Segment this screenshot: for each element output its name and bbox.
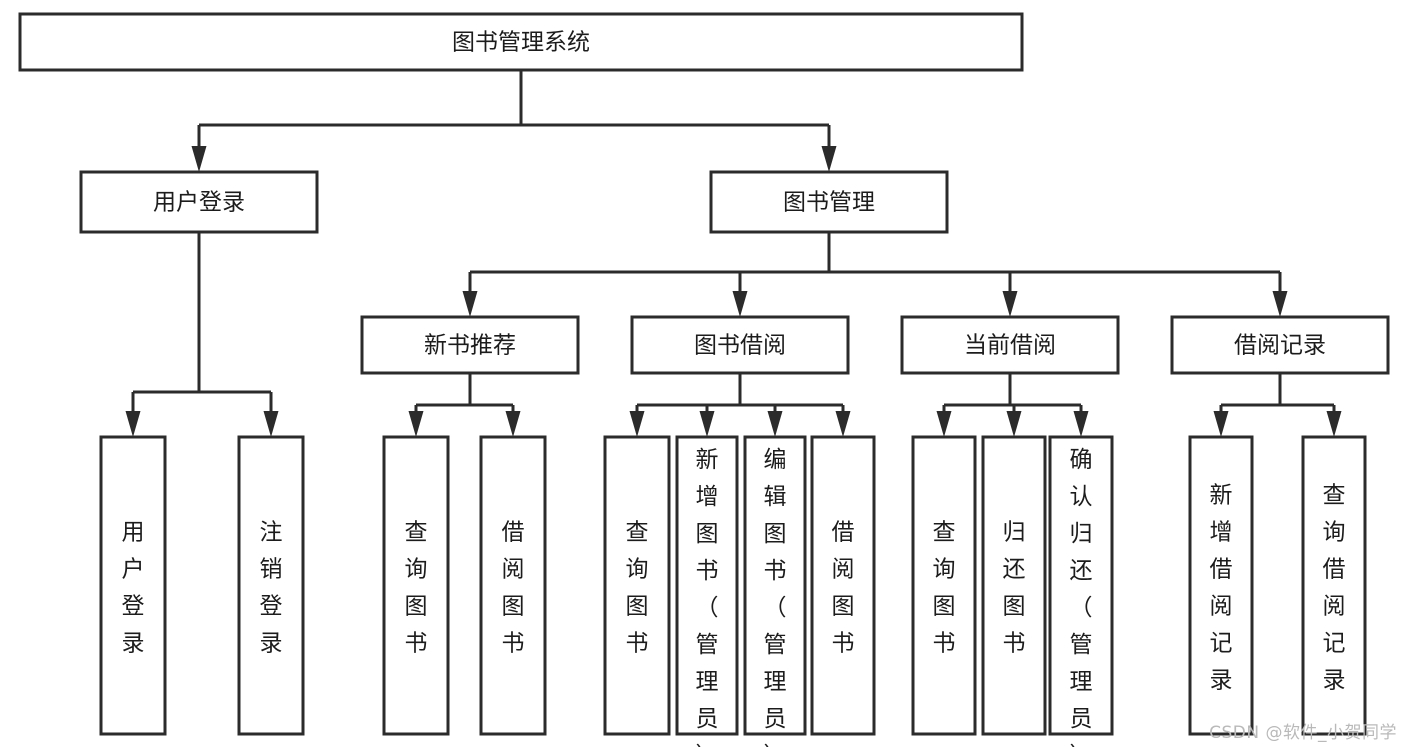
node-box-user-login[interactable] (79, 170, 319, 234)
connector-root (191, 70, 837, 172)
arrow-head-icon (125, 411, 141, 437)
node-leaf-user-logout[interactable]: 注销登录 (237, 435, 305, 736)
arrow-head-icon (629, 411, 645, 437)
node-leaf-borrow-add[interactable]: 新增图书（管理员） (675, 435, 739, 747)
arrow-head-icon (936, 411, 952, 437)
node-current-borrow[interactable]: 当前借阅 (900, 315, 1120, 375)
arrow-head-icon (1272, 291, 1288, 317)
node-label-leaf-borrow-add: 新增图书（管理员） (696, 447, 719, 747)
arrow-head-icon (1002, 291, 1018, 317)
node-book-borrow[interactable]: 图书借阅 (630, 315, 850, 375)
node-box-current-borrow[interactable] (900, 315, 1120, 375)
node-leaf-rec-borrow[interactable]: 借阅图书 (479, 435, 547, 736)
arrow-head-icon (191, 146, 207, 172)
node-box-new-book-rec[interactable] (360, 315, 580, 375)
arrow-head-icon (835, 411, 851, 437)
node-leaf-cur-query[interactable]: 查询图书 (911, 435, 977, 736)
node-leaf-cur-confirm[interactable]: 确认归还（管理员） (1048, 435, 1114, 747)
node-box-leaf-cur-query[interactable] (911, 435, 977, 736)
node-box-leaf-borrow-edit[interactable] (743, 435, 807, 736)
node-label-leaf-user-logout: 注销登录 (260, 520, 283, 657)
node-leaf-rec-query[interactable]: 查询图书 (382, 435, 450, 736)
node-label-leaf-borrow-lend: 借阅图书 (832, 520, 855, 657)
arrow-head-icon (1326, 411, 1342, 437)
connector-book-borrow (629, 373, 851, 437)
node-box-leaf-cur-return[interactable] (981, 435, 1047, 736)
arrow-head-icon (767, 411, 783, 437)
node-leaf-rec-add[interactable]: 新增借阅记录 (1188, 435, 1254, 736)
node-label-borrow-record: 借阅记录 (1234, 333, 1326, 359)
node-label-new-book-rec: 新书推荐 (424, 333, 516, 359)
node-user-login[interactable]: 用户登录 (79, 170, 319, 234)
connector-borrow-record (1213, 373, 1342, 437)
arrow-head-icon (699, 411, 715, 437)
node-label-leaf-rec-query2: 查询借阅记录 (1323, 483, 1346, 694)
connector-current-borrow (936, 373, 1089, 437)
node-box-book-manage[interactable] (709, 170, 949, 234)
arrow-head-icon (1073, 411, 1089, 437)
arrow-head-icon (263, 411, 279, 437)
arrow-head-icon (1006, 411, 1022, 437)
node-box-leaf-user-login[interactable] (99, 435, 167, 736)
node-label-leaf-rec-add: 新增借阅记录 (1210, 483, 1233, 694)
node-box-leaf-rec-query2[interactable] (1301, 435, 1367, 736)
node-label-user-login: 用户登录 (153, 190, 245, 216)
node-leaf-borrow-edit[interactable]: 编辑图书（管理员） (743, 435, 807, 747)
connector-book-manage (462, 232, 1288, 317)
node-label-leaf-user-login: 用户登录 (122, 520, 145, 657)
node-leaf-borrow-lend[interactable]: 借阅图书 (810, 435, 876, 736)
node-leaf-rec-query2[interactable]: 查询借阅记录 (1301, 435, 1367, 736)
node-box-root[interactable] (18, 12, 1024, 72)
node-label-leaf-borrow-query: 查询图书 (626, 520, 649, 657)
node-label-current-borrow: 当前借阅 (964, 333, 1056, 359)
node-box-leaf-borrow-add[interactable] (675, 435, 739, 736)
arrow-head-icon (821, 146, 837, 172)
arrow-head-icon (505, 411, 521, 437)
connector-new-book-rec (408, 373, 521, 437)
node-book-manage[interactable]: 图书管理 (709, 170, 949, 234)
node-box-leaf-rec-query[interactable] (382, 435, 450, 736)
node-new-book-rec[interactable]: 新书推荐 (360, 315, 580, 375)
node-label-book-borrow: 图书借阅 (694, 333, 786, 359)
connectors-layer (125, 70, 1342, 437)
node-box-book-borrow[interactable] (630, 315, 850, 375)
node-box-borrow-record[interactable] (1170, 315, 1390, 375)
node-box-leaf-user-logout[interactable] (237, 435, 305, 736)
node-label-leaf-rec-query: 查询图书 (405, 520, 428, 657)
arrow-head-icon (732, 291, 748, 317)
node-box-leaf-borrow-query[interactable] (603, 435, 671, 736)
node-label-leaf-borrow-edit: 编辑图书（管理员） (764, 447, 787, 747)
arrow-head-icon (1213, 411, 1229, 437)
node-label-leaf-cur-return: 归还图书 (1003, 520, 1026, 657)
node-box-leaf-borrow-lend[interactable] (810, 435, 876, 736)
arrow-head-icon (462, 291, 478, 317)
node-borrow-record[interactable]: 借阅记录 (1170, 315, 1390, 375)
node-label-leaf-cur-query: 查询图书 (933, 520, 956, 657)
node-leaf-cur-return[interactable]: 归还图书 (981, 435, 1047, 736)
node-leaf-user-login[interactable]: 用户登录 (99, 435, 167, 736)
node-root[interactable]: 图书管理系统 (18, 12, 1024, 72)
node-label-leaf-rec-borrow: 借阅图书 (502, 520, 525, 657)
nodes-layer: 图书管理系统用户登录图书管理新书推荐图书借阅当前借阅借阅记录用户登录注销登录查询… (18, 12, 1390, 747)
node-leaf-borrow-query[interactable]: 查询图书 (603, 435, 671, 736)
node-box-leaf-cur-confirm[interactable] (1048, 435, 1114, 736)
node-label-root: 图书管理系统 (452, 30, 590, 56)
connector-user-login (125, 232, 279, 437)
node-label-book-manage: 图书管理 (783, 190, 875, 216)
node-box-leaf-rec-borrow[interactable] (479, 435, 547, 736)
arrow-head-icon (408, 411, 424, 437)
node-label-leaf-cur-confirm: 确认归还（管理员） (1070, 447, 1093, 747)
node-box-leaf-rec-add[interactable] (1188, 435, 1254, 736)
